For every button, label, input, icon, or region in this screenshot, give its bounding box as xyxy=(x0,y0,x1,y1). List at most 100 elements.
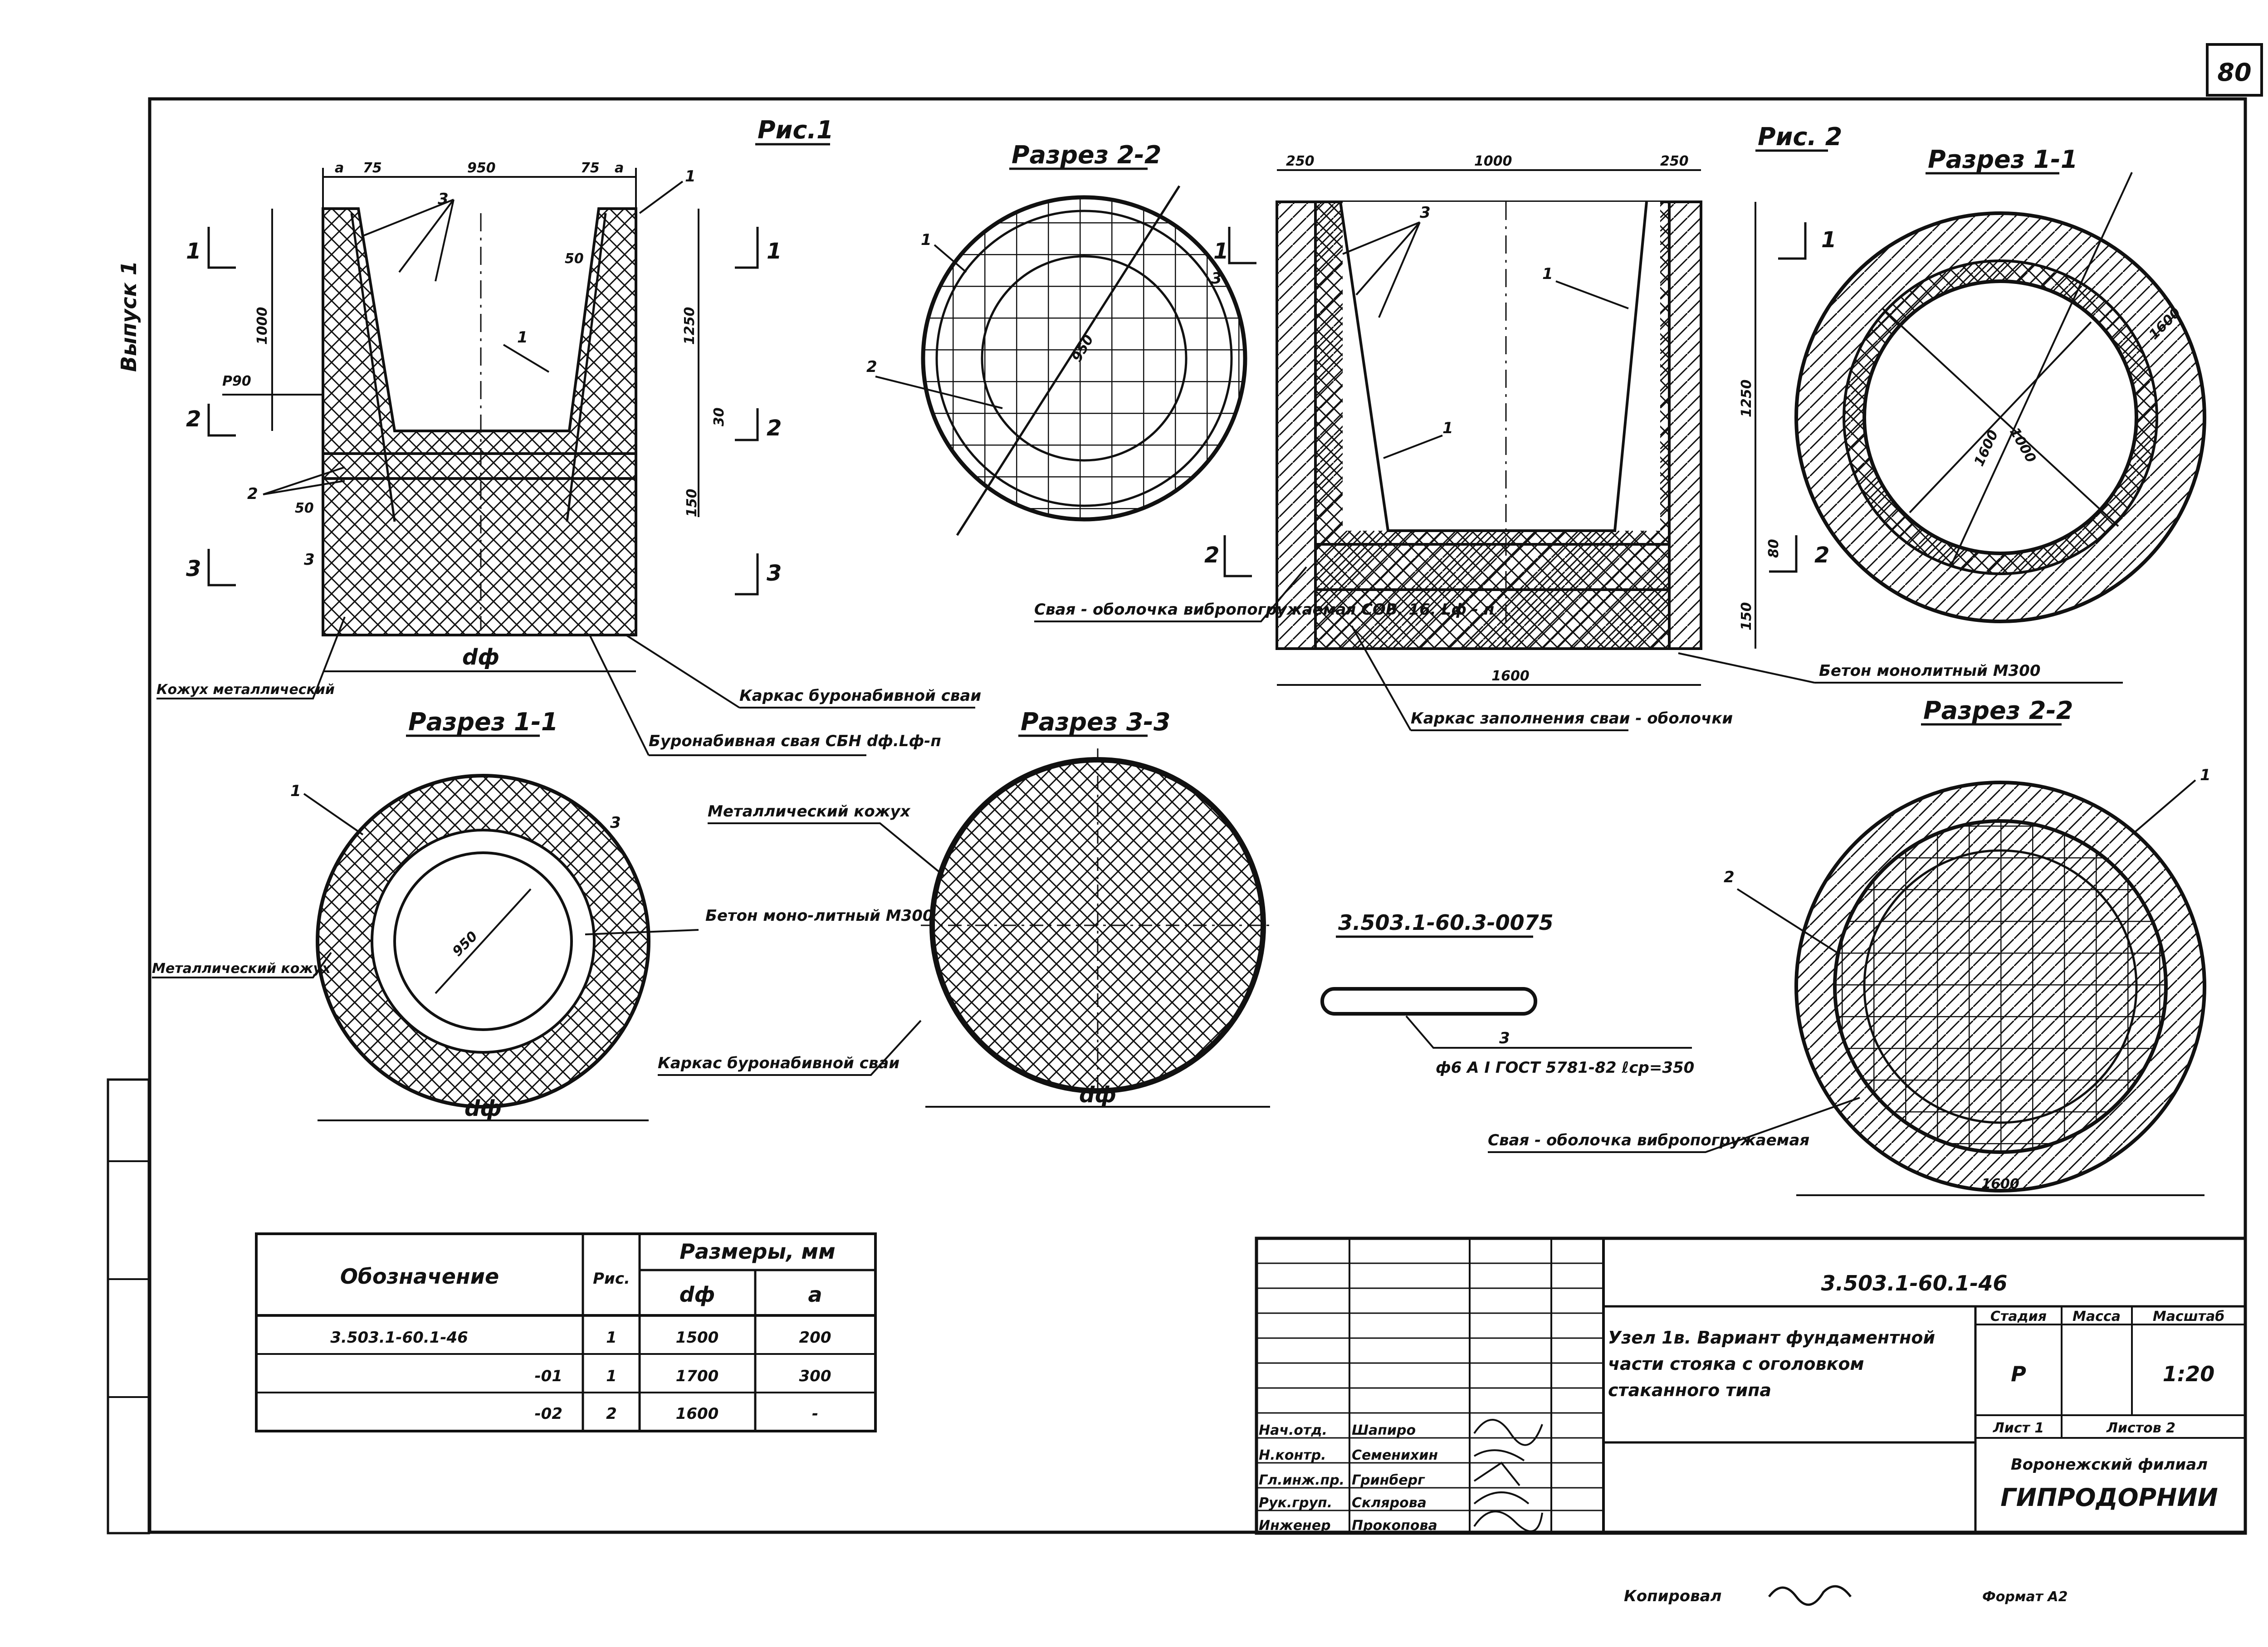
svg-text:Нач.отд.: Нач.отд. xyxy=(1259,1422,1327,1438)
svg-text:Листов 2: Листов 2 xyxy=(2106,1420,2175,1436)
svg-text:3: 3 xyxy=(1499,1029,1510,1047)
svg-text:1: 1 xyxy=(921,231,932,249)
svg-text:1: 1 xyxy=(1542,265,1553,283)
drawing-name: Узел 1в. Вариант фундаментной части стоя… xyxy=(1608,1328,1936,1400)
svg-text:a: a xyxy=(335,160,344,176)
callout-casing: Кожух металлический xyxy=(156,682,335,698)
svg-text:Н.контр.: Н.контр. xyxy=(1259,1447,1326,1463)
svg-text:Р: Р xyxy=(2011,1362,2026,1386)
callout-frame: Каркас буронабивной сваи xyxy=(739,687,981,705)
svg-text:3.503.1-60.3-0075: 3.503.1-60.3-0075 xyxy=(1338,910,1554,935)
svg-text:150: 150 xyxy=(1739,602,1755,630)
svg-text:Разрез 1-1: Разрез 1-1 xyxy=(408,708,558,736)
svg-text:Рис. 2: Рис. 2 xyxy=(1758,122,1842,151)
svg-text:Бетон моно-литный М300: Бетон моно-литный М300 xyxy=(705,907,934,925)
svg-text:1:20: 1:20 xyxy=(2163,1362,2214,1386)
svg-text:Масса: Масса xyxy=(2072,1309,2121,1324)
svg-text:75: 75 xyxy=(363,160,382,176)
svg-text:P90: P90 xyxy=(222,373,251,389)
copier-signature xyxy=(1768,1585,1852,1606)
page-number-box xyxy=(2206,43,2263,97)
sheet-frame xyxy=(148,97,2247,1534)
svg-text:Металлический кожух: Металлический кожух xyxy=(152,961,332,977)
svg-text:dф: dф xyxy=(1079,1082,1116,1108)
svg-text:Свая - оболочка вибропогружаем: Свая - оболочка вибропогружаемая СОВ. 16… xyxy=(1034,601,1494,619)
svg-text:Металлический кожух: Металлический кожух xyxy=(708,802,911,821)
svg-text:1600: 1600 xyxy=(1491,668,1530,684)
svg-text:Стадия: Стадия xyxy=(1990,1309,2047,1324)
callout-pile: Буронабивная свая СБН dф.Lф-п xyxy=(649,732,941,750)
svg-text:1000: 1000 xyxy=(254,307,270,345)
svg-text:1: 1 xyxy=(290,782,301,800)
svg-text:950: 950 xyxy=(467,160,496,176)
svg-text:Разрез 2-2: Разрез 2-2 xyxy=(1012,141,1161,169)
svg-text:dф: dф xyxy=(464,1096,502,1121)
fig1-section-2-2: Разрез 2-2 950 1 2 3 xyxy=(866,141,1247,536)
svg-text:a: a xyxy=(808,1282,822,1307)
svg-text:Масштаб: Масштаб xyxy=(2153,1309,2224,1324)
svg-text:Склярова: Склярова xyxy=(1352,1495,1427,1511)
svg-text:Семенихин: Семенихин xyxy=(1352,1447,1438,1463)
svg-text:1: 1 xyxy=(2200,766,2211,784)
signatures xyxy=(1473,1419,1543,1532)
drawing-code: 3.503.1-60.1-46 xyxy=(1821,1271,2008,1295)
svg-text:30: 30 xyxy=(711,407,727,426)
svg-text:dф: dф xyxy=(679,1282,715,1307)
issue-label: Выпуск 1 xyxy=(117,261,141,372)
svg-text:Рис.: Рис. xyxy=(593,1270,630,1288)
svg-text:1: 1 xyxy=(767,239,782,264)
svg-text:1: 1 xyxy=(685,167,696,186)
table-row: -01 xyxy=(535,1367,562,1385)
title-block: Нач.отд. Шапиро Н.контр. Семенихин Гл.ин… xyxy=(1255,1236,2247,1535)
svg-text:250: 250 xyxy=(1286,153,1315,169)
svg-text:Инженер: Инженер xyxy=(1259,1518,1331,1534)
detail-rebar: 3.503.1-60.3-0075 3 ф6 А I ГОСТ 5781-82 … xyxy=(1320,910,1694,1077)
fig1-section-1-1: Разрез 1-1 950 dф 1 3 Металлический кожу… xyxy=(152,708,934,1121)
svg-text:3: 3 xyxy=(610,814,621,832)
svg-text:1: 1 xyxy=(1213,239,1228,264)
svg-text:2: 2 xyxy=(1814,542,1829,568)
copied-label: Копировал xyxy=(1624,1587,1722,1605)
svg-text:Лист 1: Лист 1 xyxy=(1993,1420,2044,1436)
svg-text:1000: 1000 xyxy=(1474,153,1512,169)
svg-text:75: 75 xyxy=(581,160,600,176)
svg-text:1500: 1500 xyxy=(676,1329,719,1347)
svg-text:Свая - оболочка вибропогружаем: Свая - оболочка вибропогружаемая xyxy=(1488,1131,1809,1149)
svg-text:3: 3 xyxy=(186,556,201,582)
svg-text:2: 2 xyxy=(767,415,782,441)
svg-text:Прокопова: Прокопова xyxy=(1352,1518,1437,1534)
svg-text:1: 1 xyxy=(517,328,528,347)
svg-text:200: 200 xyxy=(799,1329,831,1347)
svg-text:50: 50 xyxy=(295,500,314,516)
table-row: -02 xyxy=(535,1405,562,1423)
svg-text:Рук.груп.: Рук.груп. xyxy=(1259,1495,1332,1511)
sizes-table: Обозначение Рис. Размеры, мм dф a 3.503.… xyxy=(255,1232,877,1432)
svg-text:1250: 1250 xyxy=(1739,380,1755,418)
svg-text:Гринберг: Гринберг xyxy=(1352,1472,1425,1488)
table-row: 3.503.1-60.1-46 xyxy=(330,1329,468,1347)
svg-text:250: 250 xyxy=(1660,153,1689,169)
svg-text:50: 50 xyxy=(565,251,584,267)
svg-text:Размеры, мм: Размеры, мм xyxy=(679,1239,836,1264)
svg-text:Воронежский филиал: Воронежский филиал xyxy=(2011,1456,2208,1474)
svg-text:1: 1 xyxy=(1442,419,1453,437)
svg-text:1700: 1700 xyxy=(676,1367,719,1385)
svg-text:Обозначение: Обозначение xyxy=(340,1264,499,1289)
fig2-section-1-1: Разрез 1-1 1600 1000 1600 xyxy=(1794,145,2206,623)
svg-text:Бетон монолитный М300: Бетон монолитный М300 xyxy=(1819,662,2041,680)
fig2-section-2-2: Разрез 2-2 1 2 Свая - оболочка вибропогр… xyxy=(1488,696,2211,1196)
svg-text:2: 2 xyxy=(186,406,201,432)
svg-text:Каркас буронабивной сваи: Каркас буронабивной сваи xyxy=(658,1054,899,1072)
svg-text:ГИПРОДОРНИИ: ГИПРОДОРНИИ xyxy=(2000,1483,2218,1512)
svg-text:80: 80 xyxy=(1766,539,1782,558)
svg-text:1: 1 xyxy=(606,1367,617,1385)
svg-text:3: 3 xyxy=(1211,269,1222,288)
fig2-elevation: Рис. 2 250 1000 250 1250 80 150 1600 1 2… xyxy=(1034,122,2123,731)
svg-text:1600: 1600 xyxy=(676,1405,719,1423)
left-margin-strip xyxy=(107,1078,150,1535)
svg-text:Гл.инж.пр.: Гл.инж.пр. xyxy=(1259,1472,1344,1488)
fig1-elevation: Рис.1 a 75 950 75 a 1000 1250 30 150 50 … xyxy=(156,116,981,756)
fig1-title: Рис.1 xyxy=(758,116,834,144)
svg-text:2: 2 xyxy=(606,1405,617,1423)
